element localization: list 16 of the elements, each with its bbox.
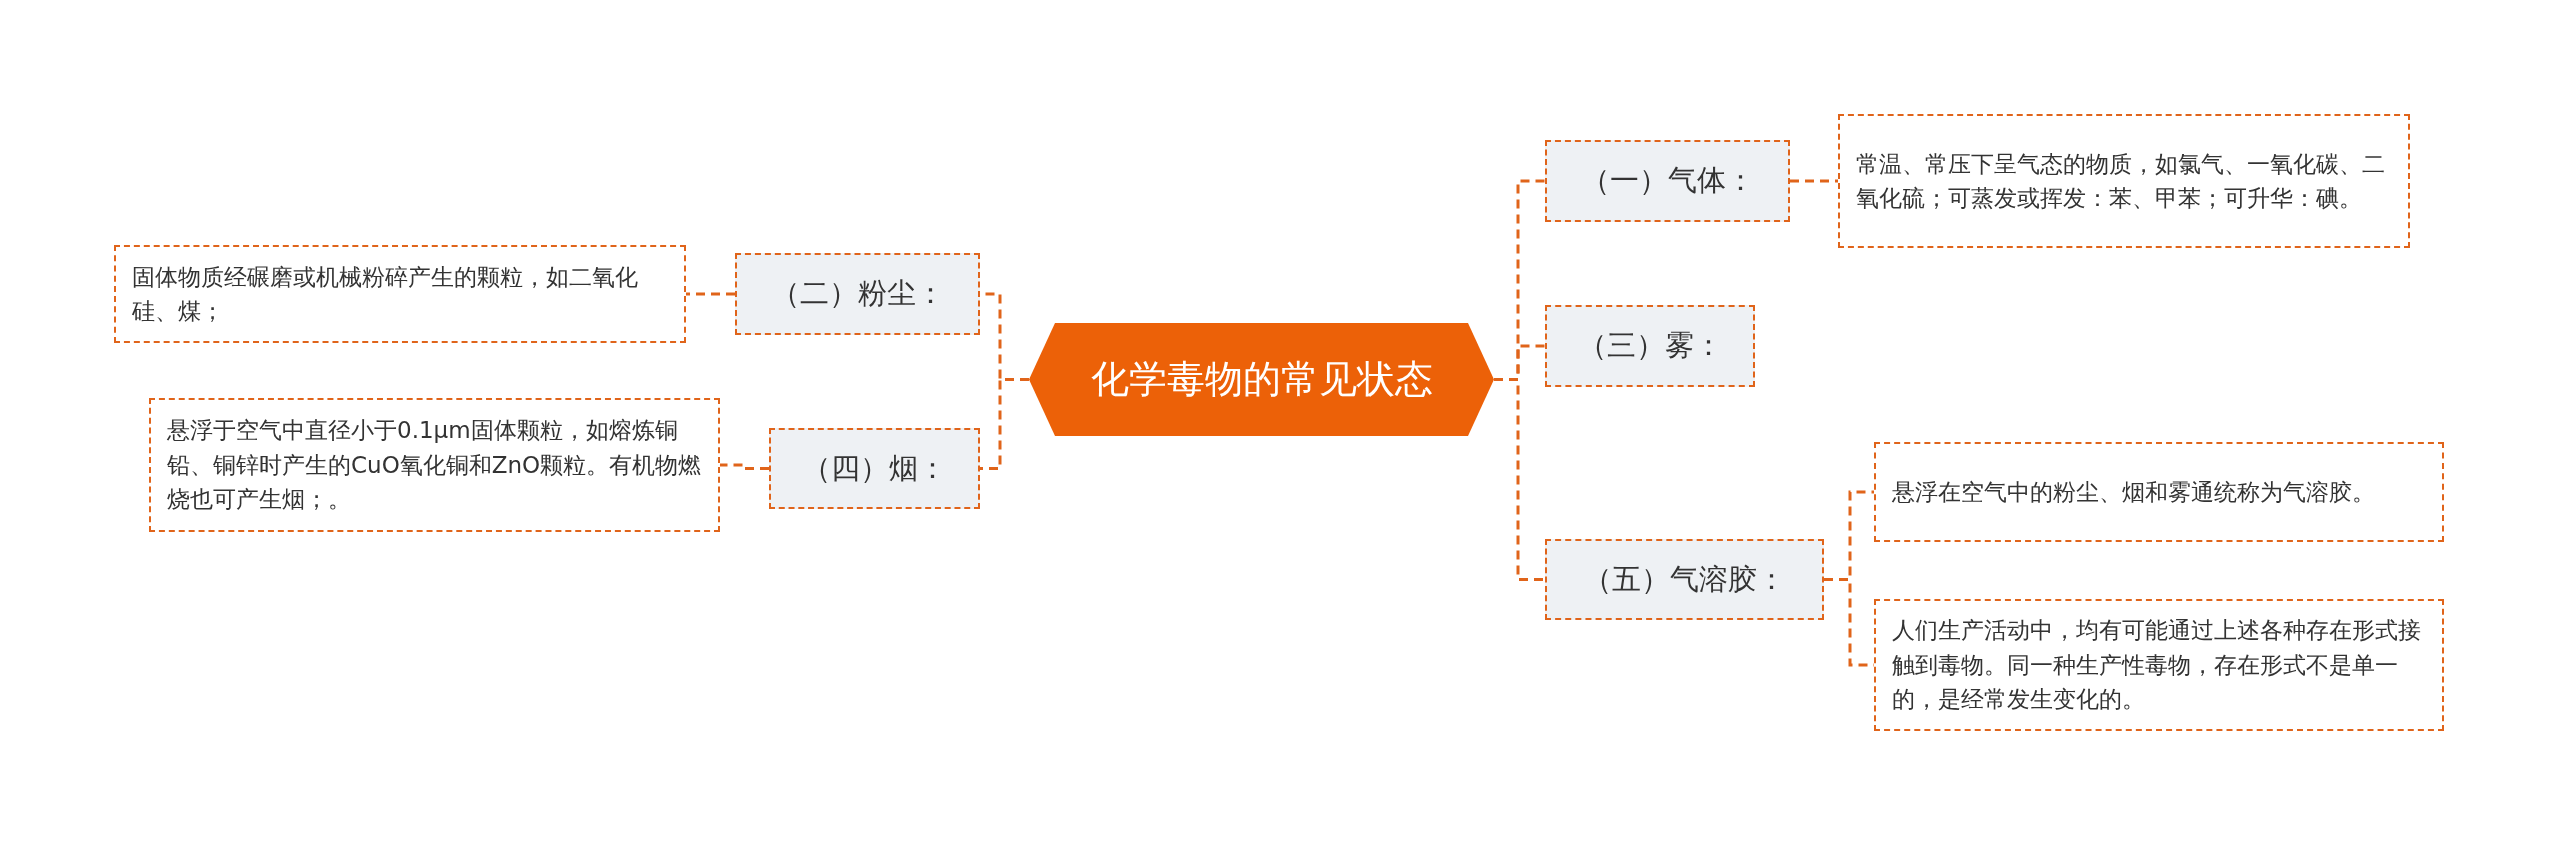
note-box: 常温、常压下呈气态的物质，如氯气、一氧化碳、二氧化硫；可蒸发或挥发：苯、甲苯；可升华：碘。 [1838,114,2410,248]
connector [1790,179,1838,183]
topic-box: （二）粉尘： [735,253,980,335]
connector [720,463,769,470]
topic-hexagon: 化学毒物的常见状态 [1029,323,1494,436]
topic-box: （三）雾： [1545,305,1755,387]
note-box: 悬浮在空气中的粉尘、烟和雾通统称为气溶胶。 [1874,442,2444,542]
connector [1494,378,1545,581]
topic-box: （五）气溶胶： [1545,539,1824,620]
note-box: 人们生产活动中，均有可能通过上述各种存在形式接触到毒物。同一种生产性毒物，存在形式不是单一的，是经常发生变化的。 [1874,599,2444,731]
connector [980,378,1029,470]
topic-box: （四）烟： [769,428,980,509]
note-box: 悬浮于空气中直径小于0.1μm固体颗粒，如熔炼铜铅、铜锌时产生的CuO氧化铜和ZnO颗粒。有机物燃烧也可产生烟；。 [149,398,720,532]
connector [686,292,735,296]
topic-box: （一）气体： [1545,140,1790,222]
note-box: 固体物质经碾磨或机械粉碎产生的颗粒，如二氧化硅、煤； [114,245,686,343]
